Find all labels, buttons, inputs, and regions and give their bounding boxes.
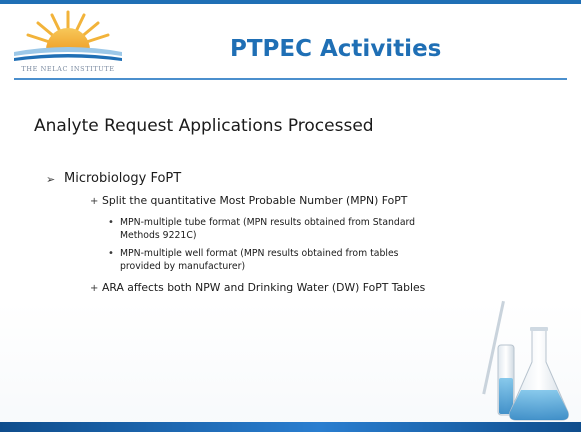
mpn-well-line-1: MPN-multiple well format (MPN results ob… (120, 248, 399, 259)
mpn-well-format-item: MPN-multiple well format (MPN results ob… (120, 247, 515, 273)
microbiology-item: Microbiology FoPT (64, 171, 182, 186)
section-heading: Analyte Request Applications Processed (34, 116, 374, 136)
slide-title: PTPEC Activities (230, 36, 442, 62)
top-accent-band (0, 0, 581, 4)
ara-tables-item: ARA affects both NPW and Drinking Water … (102, 281, 426, 294)
arrow-bullet-icon: ➢ (46, 173, 56, 186)
nelac-logo: THE NELAC INSTITUTE (12, 8, 124, 73)
split-mpn-item: Split the quantitative Most Probable Num… (102, 194, 408, 207)
sunrise-logo-icon (14, 10, 122, 61)
dot-bullet-icon: • (108, 217, 114, 228)
title-divider (14, 78, 567, 80)
mpn-tube-line-1: MPN-multiple tube format (MPN results ob… (120, 217, 416, 228)
dot-bullet-icon: • (108, 248, 114, 259)
mpn-tube-line-2: Methods 9221C) (120, 230, 197, 241)
mpn-well-line-2: provided by manufacturer) (120, 261, 246, 272)
bottom-accent-band (0, 422, 581, 432)
logo-text: THE NELAC INSTITUTE (21, 65, 115, 73)
plus-bullet-icon: + (90, 283, 99, 294)
plus-bullet-icon: + (90, 196, 99, 207)
mpn-tube-format-item: MPN-multiple tube format (MPN results ob… (120, 216, 515, 242)
lab-flask-icon (482, 300, 569, 421)
